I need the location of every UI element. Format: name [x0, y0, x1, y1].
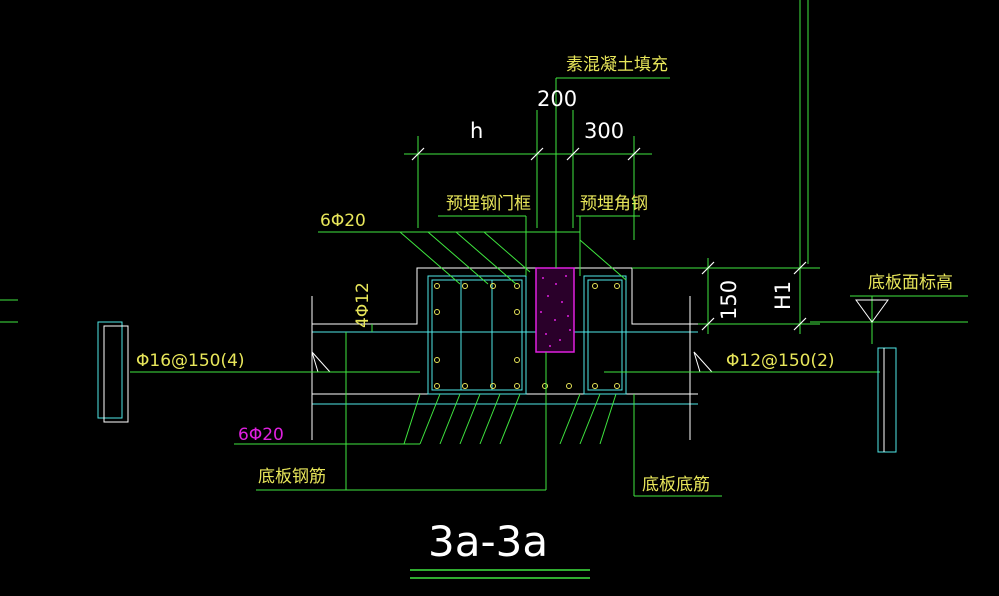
label-top-rebar: 6Φ20	[320, 211, 366, 231]
dim-300: 300	[584, 119, 624, 143]
rebar-dots	[434, 283, 620, 389]
label-fill-concrete: 素混凝土填充	[566, 55, 668, 75]
label-slab-bottom-rebar: 底板底筋	[642, 475, 710, 495]
label-right-rebar: Φ12@150(2)	[726, 351, 835, 371]
label-embedded-angle-steel: 预埋角钢	[580, 194, 648, 214]
section-title: 3a-3a	[428, 517, 548, 566]
label-slab-rebar: 底板钢筋	[258, 467, 326, 487]
dim-200: 200	[537, 87, 577, 111]
label-bottom-rebar: 6Φ20	[238, 425, 284, 445]
dim-H1: H1	[771, 281, 795, 310]
dim-150: 150	[717, 280, 741, 320]
label-stirrup: 4Φ12	[353, 282, 373, 328]
elevation-marker-icon	[855, 299, 889, 323]
title-underline	[410, 569, 590, 579]
concrete-fill	[535, 267, 575, 353]
label-left-rebar: Φ16@150(4)	[136, 351, 245, 371]
dim-h: h	[470, 119, 483, 143]
edge-ticks	[0, 299, 18, 323]
left-post	[97, 321, 129, 423]
rebar-cage-left	[427, 275, 527, 395]
label-slab-top-elevation: 底板面标高	[868, 273, 953, 293]
leader-lines	[130, 0, 968, 497]
dimension-ticks	[411, 147, 807, 331]
label-embedded-door-frame: 预埋钢门框	[446, 194, 531, 214]
right-post	[877, 347, 897, 453]
rebar-cage-right	[583, 275, 627, 395]
